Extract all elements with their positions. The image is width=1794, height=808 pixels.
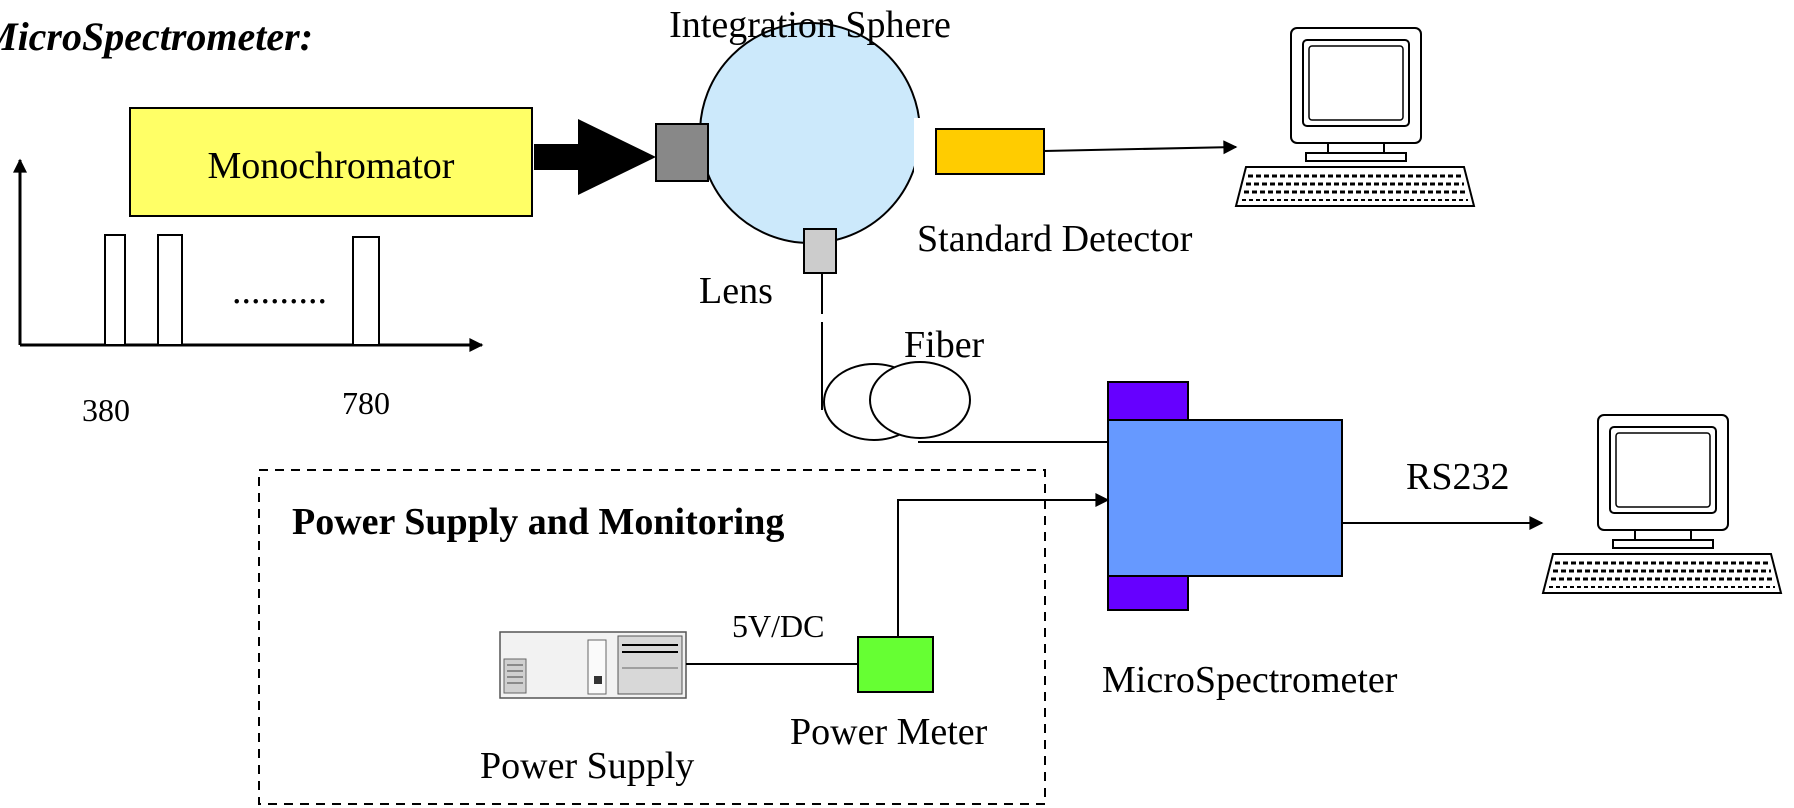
rs232-label: RS232: [1406, 456, 1509, 498]
spectrum-bar: [352, 236, 380, 346]
spectrum-plot: .......... 380 780: [13, 158, 484, 428]
spectrum-ellipsis: ..........: [232, 270, 327, 312]
monochromator-label: Monochromator: [208, 145, 455, 187]
spectrometer-clamp-top: [1107, 381, 1189, 423]
power-group-title: Power Supply and Monitoring: [292, 501, 784, 543]
microspectrometer-label: MicroSpectrometer: [1102, 659, 1398, 701]
sphere-input-port: [655, 123, 709, 182]
beam-arrow-shaft: [534, 144, 580, 170]
spectrum-bar: [104, 234, 126, 346]
diagram-title: MicroSpectrometer:: [0, 14, 313, 59]
lens-label: Lens: [699, 270, 773, 312]
power-supply-unit: [499, 631, 687, 699]
power-supply-label: Power Supply: [480, 745, 694, 787]
beam-arrow-head: [578, 119, 656, 195]
voltage-label: 5V/DC: [732, 608, 824, 644]
microspectrometer-body: [1107, 419, 1343, 577]
fiber-coil: [869, 361, 971, 439]
meter-to-spectrometer-line: [897, 493, 1110, 637]
power-meter-label: Power Meter: [790, 711, 988, 753]
sphere-port-opening: [914, 118, 928, 178]
lens-block: [803, 228, 837, 274]
fiber-label: Fiber: [904, 324, 985, 366]
integration-sphere: [699, 22, 921, 244]
computer-top-icon: [1234, 27, 1476, 207]
spectrum-tick-380: 380: [82, 392, 130, 428]
monochromator-box: [129, 107, 533, 217]
spectrum-tick-780: 780: [342, 385, 390, 421]
power-meter: [857, 636, 934, 693]
computer-right-icon: [1541, 414, 1783, 594]
detector-output-line: [1043, 140, 1238, 155]
standard-detector-label: Standard Detector: [917, 218, 1193, 260]
integration-sphere-label: Integration Sphere: [669, 4, 951, 46]
standard-detector: [935, 128, 1045, 175]
spectrometer-clamp-bottom: [1107, 571, 1189, 611]
spectrum-bar: [157, 234, 183, 346]
power-group-box: [258, 469, 1046, 805]
